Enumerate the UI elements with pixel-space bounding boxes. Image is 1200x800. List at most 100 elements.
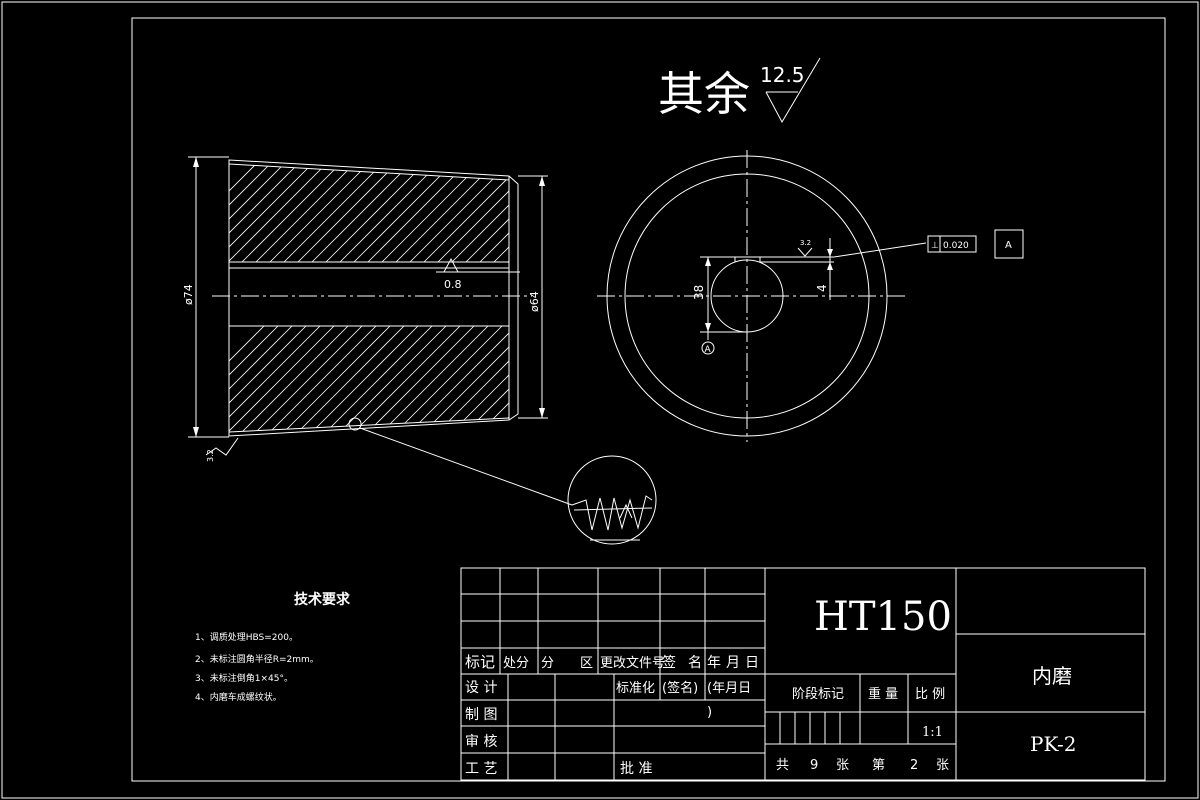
standardize-label: 标准化: [616, 681, 655, 696]
datum-marker: [701, 341, 715, 355]
hatch-line: [247, 326, 369, 432]
hatch-line: [457, 164, 509, 262]
hatch-line: [229, 326, 327, 432]
hatch-line: [570, 150, 690, 270]
hatch-line: [275, 326, 397, 432]
surface-roughness-note: 其余 12.5: [658, 57, 821, 124]
hatch-line: [443, 326, 509, 432]
hatch-line: [229, 164, 271, 262]
keyway-roughness-value: 3.2: [800, 239, 811, 247]
hatch-line: [485, 164, 509, 262]
hatch-line: [401, 326, 509, 432]
hatch-top: [229, 150, 732, 270]
hatch-line: [229, 326, 341, 432]
front-view: 38 4 3.2 A: [597, 150, 927, 442]
sheets-total: 9: [810, 758, 818, 773]
hdr-zone: 区: [580, 656, 593, 671]
hatch-line: [229, 164, 299, 262]
bore-roughness-icon: [443, 257, 459, 273]
stage-label: 阶段标记: [792, 687, 844, 702]
hatch-line: [514, 320, 634, 440]
hatch-line: [542, 320, 662, 440]
surface-note-value: 12.5: [760, 63, 805, 87]
dim-keyway-depth: 38: [692, 285, 706, 300]
hatch-bottom: [229, 320, 732, 440]
hatch-line: [443, 164, 509, 262]
sheets-unit-1: 张: [836, 758, 849, 773]
hdr-count: 处分: [503, 656, 529, 671]
hatch-line: [359, 326, 481, 432]
detail-view: [567, 455, 657, 545]
hatch-line: [233, 164, 355, 262]
hatch-line: [317, 326, 439, 432]
design-label: 设 计: [465, 680, 497, 696]
hatch-line: [584, 150, 704, 270]
tech-req-item-4: 4、内磨车成螺纹状。: [195, 691, 282, 703]
hatch-line: [556, 150, 676, 270]
hatch-line: [261, 326, 383, 432]
hatch-line: [429, 164, 509, 262]
scale-label: 比 例: [915, 687, 945, 702]
roughness-symbol-icon: [765, 57, 821, 124]
bore-roughness-value: 0.8: [444, 278, 462, 291]
hatch-line: [229, 326, 313, 432]
hatch-line: [345, 326, 467, 432]
hdr-year: 年: [707, 655, 721, 671]
hdr-sub: 分: [541, 656, 554, 671]
hatch-line: [373, 326, 495, 432]
tech-requirements-title: 技术要求: [294, 591, 351, 608]
hatch-line: [331, 326, 453, 432]
hatch-line: [387, 326, 509, 432]
tech-req-item-1: 1、调质处理HBS=200。: [195, 631, 298, 643]
hatch-line: [429, 326, 509, 432]
side-roughness-icon: [205, 437, 239, 456]
sheets-unit-2: 张: [936, 758, 949, 773]
date-label: (年月日: [707, 681, 751, 696]
hatch-line: [570, 320, 690, 440]
process-label: 工 艺: [465, 761, 497, 777]
hatch-line: [471, 164, 509, 262]
drafting-label: 制 图: [465, 707, 497, 723]
inner-frame: [131, 17, 1166, 782]
hatch-line: [612, 150, 732, 270]
tolerance-frame: ⊥ 0.020 A: [927, 229, 1024, 259]
tolerance-symbol: ⊥: [931, 241, 939, 251]
hdr-month: 月: [726, 655, 740, 671]
tech-req-item-2: 2、未标注圆角半径R=2mm。: [195, 653, 319, 665]
drawing-number: PK-2: [1030, 732, 1076, 756]
side-roughness-value: 3.2: [206, 449, 215, 462]
weight-label: 重 量: [868, 686, 898, 702]
hatch-line: [229, 164, 313, 262]
hdr-change-doc: 更改文件号: [600, 656, 665, 671]
hatch-line: [229, 164, 327, 262]
hatch-line: [229, 164, 285, 262]
hatch-line: [612, 320, 732, 440]
part-name: 内磨: [1032, 664, 1072, 688]
tech-req-item-3: 3、未标注倒角1×45°。: [195, 672, 293, 684]
section-view: ø74 ø64 0.8 3.2: [182, 150, 732, 506]
hatch-line: [229, 326, 271, 432]
tech-requirements: 技术要求 1、调质处理HBS=200。 2、未标注圆角半径R=2mm。 3、未标…: [195, 591, 351, 703]
sheets-sheet: 2: [910, 758, 918, 773]
hatch-line: [289, 326, 411, 432]
hatch-line: [233, 326, 355, 432]
dim-keyway-width: 4: [815, 284, 829, 292]
surface-note-prefix: 其余: [658, 67, 750, 121]
material-name: HT150: [814, 594, 952, 640]
hatch-line: [598, 150, 718, 270]
hatch-line: [528, 320, 648, 440]
dim-inner-diameter: ø64: [528, 291, 541, 312]
title-block: 标记 处分 分 区 更改文件号 签 名 年 月 日 设 计 标准化 (签名) (…: [460, 567, 1146, 781]
hatch-line: [229, 326, 299, 432]
hatch-line: [542, 150, 662, 270]
approve-label: 批 准: [620, 761, 652, 777]
hatch-line: [528, 150, 648, 270]
dim-outer-diameter: ø74: [182, 284, 195, 305]
review-label: 审 核: [465, 734, 497, 750]
hdr-name: 名: [688, 655, 702, 671]
hatch-line: [415, 164, 509, 262]
hatch-line: [229, 326, 285, 432]
sheets-sheet-prefix: 第: [872, 758, 885, 773]
